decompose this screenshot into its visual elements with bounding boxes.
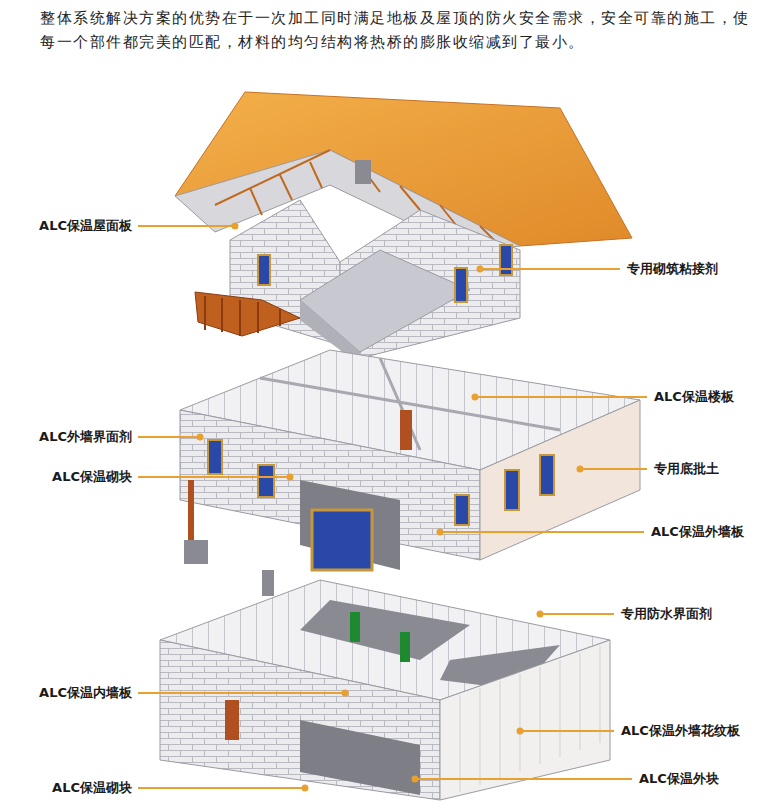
part-label: ALC保温楼板 xyxy=(652,389,736,405)
part-label: 专用防水界面剂 xyxy=(619,606,714,622)
leader-lines xyxy=(138,224,647,791)
part-label: 专用底批土 xyxy=(652,461,721,477)
part-label: ALC保温砌块 xyxy=(50,780,134,796)
ground-floor xyxy=(160,570,610,800)
part-label: 专用砌筑粘接剂 xyxy=(625,261,720,277)
attic xyxy=(195,200,520,365)
part-label: ALC保温屋面板 xyxy=(37,218,134,234)
part-label: ALC保温外墙板 xyxy=(649,524,746,540)
part-label: ALC保温内墙板 xyxy=(37,685,134,701)
caption-text: 整体系统解决方案的优势在于一次加工同时满足地板及屋顶的防火安全需求，安全可靠的施… xyxy=(40,6,755,54)
part-label: ALC外墙界面剂 xyxy=(37,429,134,445)
part-label: ALC保温外块 xyxy=(637,771,721,787)
middle-floor xyxy=(180,350,640,570)
part-label: ALC保温砌块 xyxy=(50,469,134,485)
part-label: ALC保温外墙花纹板 xyxy=(619,723,742,739)
